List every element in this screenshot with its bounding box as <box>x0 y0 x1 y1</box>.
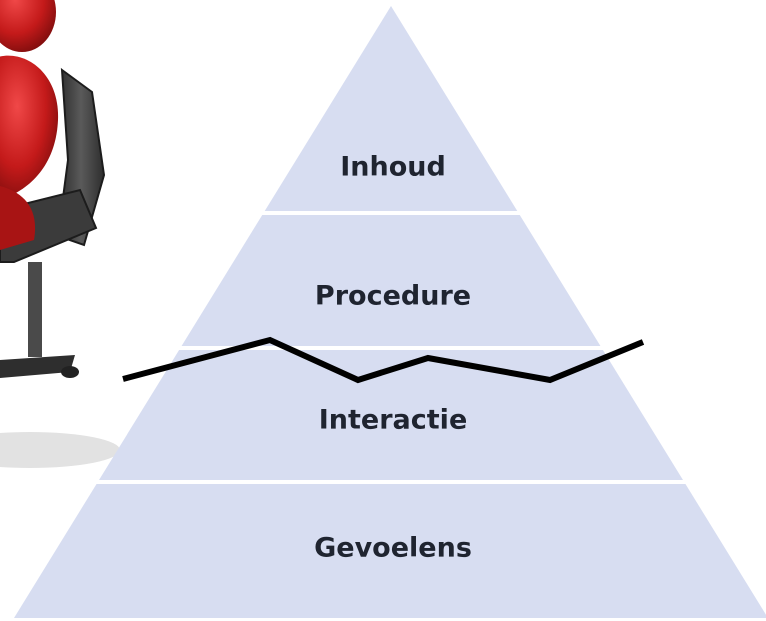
pyramid-level-1 <box>264 6 518 211</box>
figure-in-chair-illustration <box>0 0 123 474</box>
zigzag-line <box>122 336 645 384</box>
pyramid-level-1-label: Inhoud <box>340 152 446 183</box>
pyramid-level-2-label: Procedure <box>315 281 471 312</box>
pyramid-level-3-label: Interactie <box>319 405 468 436</box>
pyramid-level-2 <box>181 215 601 346</box>
red-figure-icon <box>0 0 56 52</box>
pyramid <box>14 6 766 618</box>
pyramid-level-4-label: Gevoelens <box>314 533 472 564</box>
pyramid-level-4 <box>14 484 766 618</box>
pyramid-level-3 <box>99 350 683 480</box>
